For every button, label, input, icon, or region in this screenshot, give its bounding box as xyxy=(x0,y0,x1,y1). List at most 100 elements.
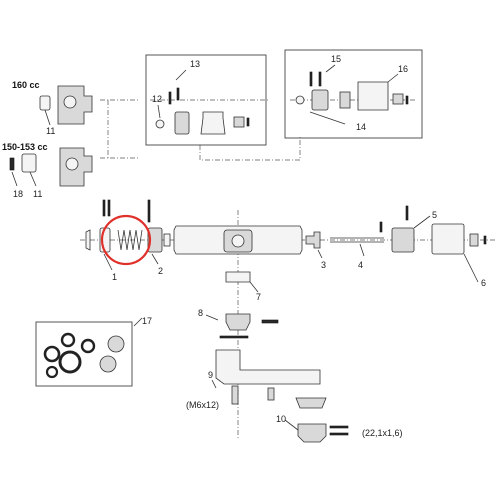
washer-17 xyxy=(9,157,15,171)
kit-13-box: 13 12 xyxy=(145,54,267,146)
cap-13 xyxy=(233,116,245,128)
cap-16 xyxy=(392,93,404,105)
leader-1 xyxy=(103,253,113,271)
callout-10: 10 xyxy=(276,414,286,424)
box-13-frame xyxy=(145,54,267,146)
box-18-frame xyxy=(35,321,133,387)
variant-160cc-label: 160 cc xyxy=(12,80,40,90)
body-port-hole xyxy=(231,234,245,248)
leader-17 xyxy=(11,171,18,187)
leader-11-top xyxy=(44,109,51,126)
check-valve-2 xyxy=(147,227,163,253)
kit-14-box: 15 16 14 xyxy=(284,49,423,139)
handle-6 xyxy=(431,223,465,255)
screw-note: (M6x12) xyxy=(186,400,219,410)
pin-13b xyxy=(176,87,180,101)
cartridge-13 xyxy=(174,111,190,135)
pin-1a xyxy=(102,199,106,217)
leader-8 xyxy=(205,314,219,321)
callout-3: 3 xyxy=(321,260,326,270)
spout xyxy=(215,349,321,385)
leader-13 xyxy=(175,69,187,81)
callout-1: 1 xyxy=(112,272,117,282)
leader-15 xyxy=(325,64,336,73)
valve-160cc-group: 160 cc 11 xyxy=(12,80,93,136)
oring-10a xyxy=(329,425,349,429)
aerator-10 xyxy=(297,423,327,443)
leader-10 xyxy=(284,419,299,431)
washer-13 xyxy=(246,117,250,127)
pin-15b xyxy=(318,71,322,87)
mixer-body-group: 7 xyxy=(173,225,303,302)
callout-11-bottom: 11 xyxy=(33,189,42,199)
leader-3 xyxy=(317,249,323,259)
pin-5b xyxy=(405,205,409,221)
callout-18: 17 xyxy=(142,316,152,326)
leader-18 xyxy=(133,317,143,327)
callout-9: 9 xyxy=(208,370,213,380)
right-assembly: 3 4 5 6 xyxy=(305,205,487,288)
leader-16 xyxy=(387,73,399,83)
callout-11-top: 11 xyxy=(46,126,55,136)
leader-9 xyxy=(211,379,217,389)
seal-kit-18: 17 xyxy=(35,316,152,387)
oring-kit-1 xyxy=(43,345,61,363)
spindle-4 xyxy=(330,237,384,243)
thermo-cartridge-5 xyxy=(391,227,415,253)
callout-15: 15 xyxy=(331,54,341,64)
pin-1b xyxy=(107,199,111,217)
leader-5 xyxy=(413,215,431,229)
leader-11-bottom xyxy=(29,171,37,187)
oring-kit-5 xyxy=(45,365,59,379)
spout-assembly: 8 9 (M6x12) 10 (22,1x1,6) xyxy=(186,308,403,443)
callout-16: 16 xyxy=(398,64,408,74)
callout-12: 12 xyxy=(152,94,162,104)
oring-8b xyxy=(219,335,249,339)
ring-left xyxy=(85,229,91,251)
assembly-axes xyxy=(80,99,495,440)
callout-8: 8 xyxy=(198,308,203,318)
oring-kit-4 xyxy=(80,338,96,354)
cartridge-15 xyxy=(311,89,329,111)
screw-9 xyxy=(231,385,239,405)
callout-6: 6 xyxy=(481,278,486,288)
adapter-3 xyxy=(305,231,321,249)
valve-port-150cc xyxy=(65,157,79,171)
leader-2 xyxy=(151,253,159,265)
spout-pin xyxy=(267,387,275,401)
axis-box-link xyxy=(199,137,301,161)
leader-6 xyxy=(463,253,479,283)
oring-10b xyxy=(329,432,349,436)
seal-12 xyxy=(155,119,165,129)
pin-13a xyxy=(168,91,172,105)
box-14-frame xyxy=(284,49,423,139)
oring-note: (22,1x1,6) xyxy=(362,428,403,438)
washer-16 xyxy=(405,95,409,105)
nut-11-top xyxy=(39,95,51,111)
washer-2 xyxy=(163,233,171,247)
spring-highlight-circle xyxy=(100,214,152,266)
pin-5a xyxy=(379,221,383,233)
filter-kit-2 xyxy=(99,355,117,373)
callout-14: 14 xyxy=(356,122,366,132)
callout-7: 7 xyxy=(256,292,261,302)
oring-kit-3 xyxy=(58,350,82,374)
callout-5: 5 xyxy=(432,210,437,220)
variant-150cc-label: 150-153 cc xyxy=(2,142,48,152)
diverter-8 xyxy=(225,313,251,331)
leader-4 xyxy=(359,243,365,257)
oring-kit-2 xyxy=(60,332,76,348)
pin-15a xyxy=(309,71,313,87)
nut-7 xyxy=(225,271,251,283)
aerator-body xyxy=(295,397,327,409)
knob-16 xyxy=(357,81,389,111)
cap-6 xyxy=(469,233,479,247)
valve-port-160cc xyxy=(63,95,77,109)
seal-14 xyxy=(295,95,305,105)
callout-2: 2 xyxy=(158,266,163,276)
callout-17: 18 xyxy=(13,189,23,199)
callout-13: 13 xyxy=(190,59,200,69)
callout-4: 4 xyxy=(358,260,363,270)
inlet-assembly: 1 2 xyxy=(85,199,171,282)
